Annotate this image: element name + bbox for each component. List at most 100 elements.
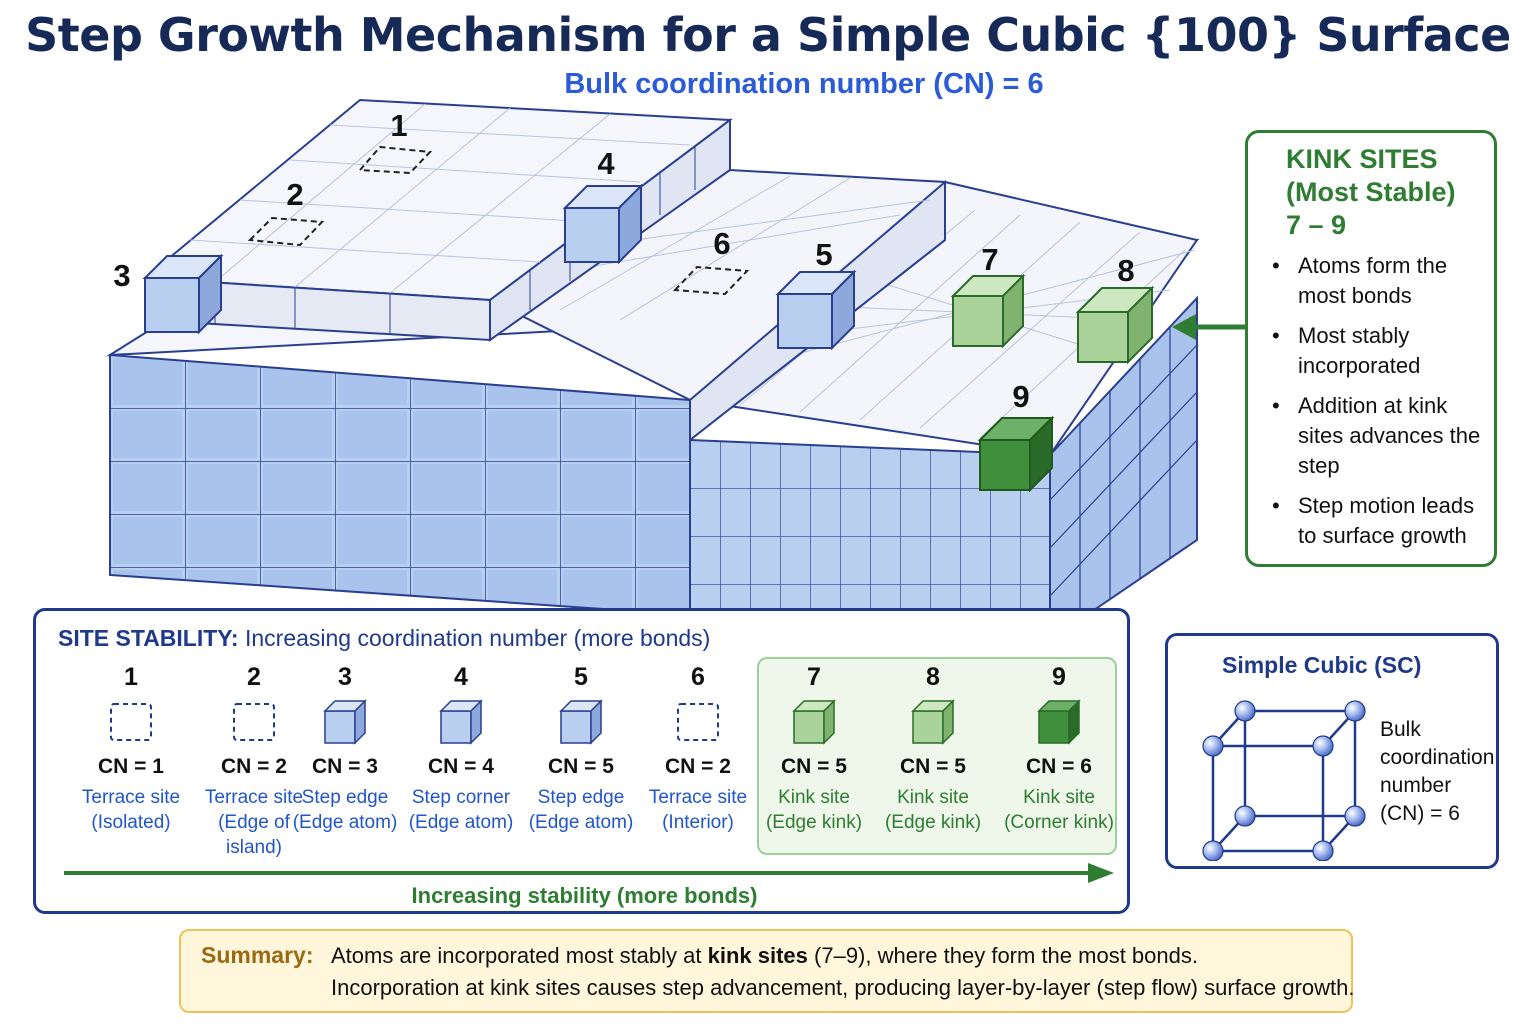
site-column-1: 1 CN = 1 Terrace site (Isolated): [66, 663, 196, 835]
kink-panel-title: KINK SITES (Most Stable) 7 – 9: [1286, 143, 1456, 242]
summary-box: Summary: Atoms are incorporated most sta…: [179, 929, 1355, 1013]
blue-cube-icon: [396, 697, 526, 747]
kink-title-line1: KINK SITES: [1286, 144, 1438, 174]
label-4: 4: [597, 146, 615, 181]
kink-bullet: Addition at kink sites advances the step: [1270, 391, 1495, 481]
site-type: Step edge: [537, 787, 625, 808]
site-number: 3: [338, 663, 352, 691]
site-type: Terrace site: [204, 787, 304, 808]
site-subtype: (Edge atom): [528, 812, 634, 833]
page-title: Step Growth Mechanism for a Simple Cubic…: [25, 8, 1511, 62]
site-type: Kink site: [1023, 787, 1095, 808]
stability-arrow: [64, 863, 1114, 883]
kink-title-line3: 7 – 9: [1286, 210, 1347, 240]
site-type: Kink site: [778, 787, 850, 808]
atom-5: [775, 269, 857, 351]
site-number: 7: [807, 663, 821, 691]
atom-7: [950, 273, 1026, 349]
stability-heading-bold: SITE STABILITY:: [58, 625, 239, 651]
site-number: 5: [574, 663, 588, 691]
site-column-9: 9 CN = 6 Kink site (Corner kink): [994, 663, 1124, 835]
site-column-7: 7 CN = 5 Kink site (Edge kink): [749, 663, 879, 835]
site-subtype: (Edge of island): [218, 812, 290, 858]
label-1: 1: [390, 108, 407, 143]
stability-heading-text: Increasing coordination number (more bon…: [244, 625, 711, 651]
site-cn: CN = 2: [665, 755, 731, 778]
dashed-square-icon: [189, 697, 319, 747]
site-type: Terrace site: [81, 787, 181, 808]
atom-8: [1075, 285, 1155, 365]
kink-sites-panel: KINK SITES (Most Stable) 7 – 9 Atoms for…: [1245, 130, 1497, 567]
blue-cube-icon: [516, 697, 646, 747]
site-column-3: 3 CN = 3 Step edge (Edge atom): [280, 663, 410, 835]
site-type: Terrace site: [648, 787, 748, 808]
site-stability-panel: SITE STABILITY: Increasing coordination …: [33, 608, 1130, 914]
site-column-5: 5 CN = 5 Step edge (Edge atom): [516, 663, 646, 835]
label-6: 6: [713, 226, 730, 261]
site-cn: CN = 5: [548, 755, 614, 778]
site-subtype: (Corner kink): [1004, 812, 1114, 833]
dashed-square-icon: [66, 697, 196, 747]
kink-bullet-list: Atoms form the most bonds Most stably in…: [1270, 251, 1495, 561]
site-number: 8: [926, 663, 940, 691]
simple-cubic-panel: Simple Cubic (SC) Bulk coordination numb…: [1165, 633, 1499, 869]
site-type: Step corner: [411, 787, 511, 808]
sc-title: Simple Cubic (SC): [1222, 652, 1422, 678]
label-5: 5: [815, 237, 832, 272]
site-cn: CN = 4: [428, 755, 494, 778]
summary-line1-bold: kink sites: [707, 943, 808, 968]
summary-line1-end: (7–9), where they form the most bonds.: [807, 943, 1198, 968]
kink-arrow: [1172, 314, 1247, 340]
dashed-square-icon: [633, 697, 763, 747]
kink-bullet: Step motion leads to surface growth: [1270, 491, 1495, 551]
summary-line-2: Incorporation at kink sites causes step …: [331, 975, 1355, 1000]
summary-label: Summary:: [201, 942, 314, 968]
site-cn: CN = 5: [900, 755, 966, 778]
site-subtype: (Edge atom): [292, 812, 398, 833]
atom-9: [977, 415, 1055, 493]
site-type: Kink site: [897, 787, 969, 808]
site-cn: CN = 3: [312, 755, 378, 778]
site-column-4: 4 CN = 4 Step corner (Edge atom): [396, 663, 526, 835]
site-subtype: (Interior): [662, 812, 734, 833]
label-9: 9: [1012, 379, 1029, 414]
kink-bullet: Most stably incorporated: [1270, 321, 1495, 381]
site-cn: CN = 2: [221, 755, 287, 778]
blue-cube-icon: [280, 697, 410, 747]
site-subtype: (Edge kink): [765, 812, 863, 833]
summary-line-1: Atoms are incorporated most stably at ki…: [331, 943, 1198, 969]
kink-title-line2: (Most Stable): [1286, 177, 1456, 207]
site-column-8: 8 CN = 5 Kink site (Edge kink): [868, 663, 998, 835]
light-green-cube-icon: [868, 697, 998, 747]
site-number: 4: [454, 663, 468, 691]
sc-lattice-icon: [1202, 700, 1366, 861]
site-subtype: (Isolated): [91, 812, 171, 833]
site-1-marker: [357, 145, 433, 175]
site-6-marker: [672, 265, 750, 296]
atom-3: [142, 253, 224, 335]
atom-4: [562, 183, 644, 265]
page-subtitle: Bulk coordination number (CN) = 6: [564, 68, 1044, 100]
stability-footer: Increasing stability (more bonds): [411, 883, 758, 908]
summary-line1-text: Atoms are incorporated most stably at: [331, 943, 708, 968]
site-subtype: (Edge atom): [408, 812, 514, 833]
light-green-cube-icon: [749, 697, 879, 747]
kink-bullet: Atoms form the most bonds: [1270, 251, 1495, 311]
site-cn: CN = 5: [781, 755, 847, 778]
label-3: 3: [113, 258, 130, 293]
site-number: 1: [124, 663, 138, 691]
kink-sites-highlight: [757, 657, 1117, 855]
site-cn: CN = 1: [98, 755, 164, 778]
site-number: 9: [1052, 663, 1066, 691]
sc-cn-note: Bulk coordination number (CN) = 6: [1380, 718, 1495, 825]
site-type: Step edge: [301, 787, 389, 808]
label-7: 7: [981, 242, 998, 277]
dark-green-cube-icon: [994, 697, 1124, 747]
site-subtype: (Edge kink): [884, 812, 982, 833]
stability-heading: SITE STABILITY: Increasing coordination …: [58, 625, 710, 652]
site-cn: CN = 6: [1026, 755, 1092, 778]
label-2: 2: [286, 177, 303, 212]
